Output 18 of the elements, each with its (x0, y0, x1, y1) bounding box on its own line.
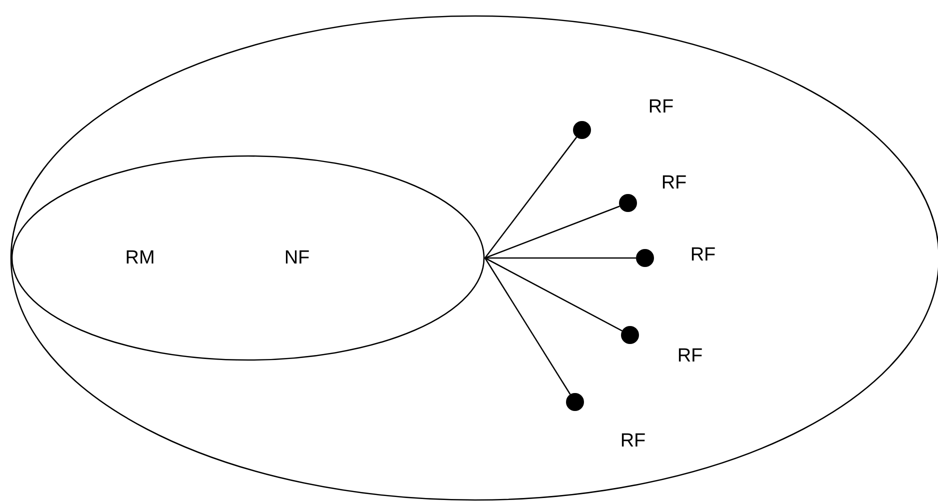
connector-line (484, 206, 620, 259)
point-dot (621, 326, 639, 344)
point-label: RF (620, 432, 646, 450)
point-dot (636, 249, 654, 267)
connector-line (484, 258, 571, 395)
connector-line (484, 257, 622, 332)
connector-line (485, 257, 636, 259)
set-label: NF (284, 248, 310, 268)
inner-ellipse (11, 155, 485, 361)
point-label: RF (648, 98, 674, 116)
connector-line (484, 136, 578, 258)
point-dot (566, 393, 584, 411)
point-label: RF (690, 246, 716, 264)
point-dot (573, 121, 591, 139)
point-label: RF (677, 346, 703, 366)
point-label: RF (661, 174, 687, 192)
set-label: RM (125, 248, 155, 268)
point-dot (619, 194, 637, 212)
